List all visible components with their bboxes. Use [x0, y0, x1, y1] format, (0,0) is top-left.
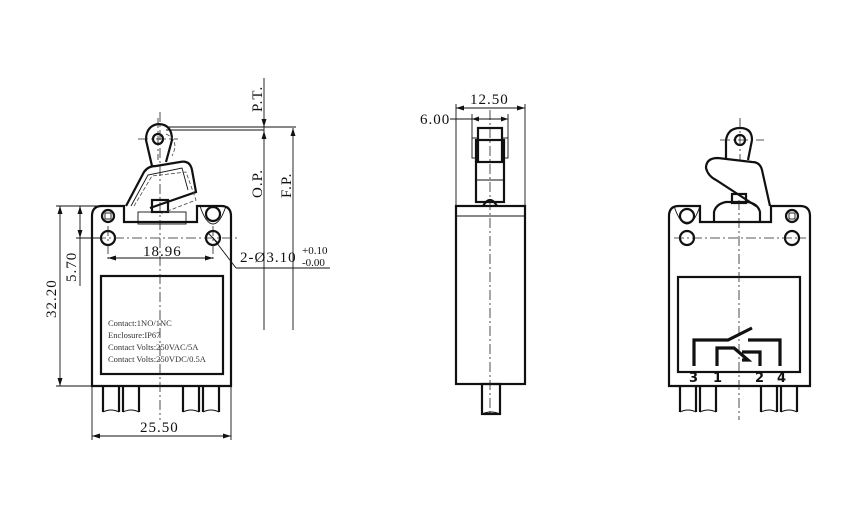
rear-lever-arm	[704, 156, 772, 207]
small-screw-right	[204, 205, 222, 223]
lever-arm	[125, 160, 198, 210]
dim-side-width: 12.50	[470, 92, 509, 108]
side-body	[454, 204, 527, 386]
dim-hole-callout: 2-Ø3.10	[240, 250, 297, 266]
dim-operating-position: O.P.	[250, 169, 266, 198]
terminal-label-1: 1	[713, 371, 722, 386]
spec-contact: Contact:1NO/1NC	[108, 318, 172, 328]
dim-hole-tol-lower: -0.00	[302, 257, 325, 269]
terminal-pins	[101, 386, 221, 413]
spec-enclosure: Enclosure:IP67	[108, 330, 160, 340]
dim-hole-spacing: 18.96	[143, 244, 182, 260]
terminal-label-3: 3	[689, 371, 698, 386]
terminal-label-4: 4	[777, 371, 786, 386]
side-terminal	[480, 382, 502, 416]
dim-pretravel: P.T.	[250, 86, 266, 112]
switch-body-outline	[90, 204, 233, 388]
rear-body-outline	[667, 204, 812, 388]
label-plate	[99, 274, 225, 376]
dim-width: 25.50	[140, 420, 179, 436]
dim-hole-offset: 5.70	[64, 252, 80, 282]
small-screw-left	[100, 208, 116, 224]
spec-dc-rating: Contact Volts:250VDC/0.5A	[108, 354, 207, 364]
front-view: Contact:1NO/1NC Enclosure:IP67 Contact V…	[44, 78, 330, 440]
side-view: 12.50 6.00	[420, 92, 527, 416]
contact-schematic	[692, 326, 782, 366]
rear-view: 3 1 2 4	[667, 118, 812, 420]
spec-ac-rating: Contact Volts:250VAC/5A	[108, 342, 199, 352]
dim-hole-tol-upper: +0.10	[302, 245, 328, 257]
dim-roller-width: 6.00	[420, 112, 450, 128]
dim-height: 32.20	[44, 279, 60, 318]
rear-terminal-pins	[678, 386, 799, 413]
dim-free-position: F.P.	[279, 173, 295, 198]
terminal-label-2: 2	[755, 371, 764, 386]
